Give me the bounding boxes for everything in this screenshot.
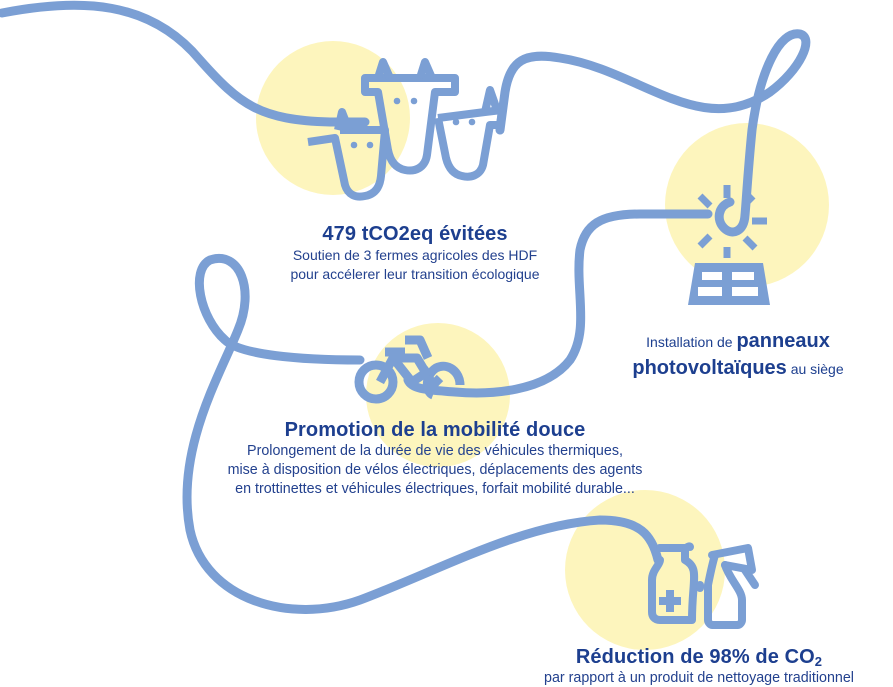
plus-cross-icon <box>659 590 681 612</box>
bicycle-icon <box>354 335 465 404</box>
connecting-path <box>0 0 811 614</box>
item-solar: Installation de panneaux photovoltaïques… <box>598 328 878 382</box>
mobility-line-1: Prolongement de la durée de vie des véhi… <box>247 443 623 460</box>
background-circles <box>256 41 829 650</box>
solar-prefix: Installation de <box>646 334 737 350</box>
mobility-title: Promotion de la mobilité douce <box>284 419 586 441</box>
item-cleaning: Réduction de 98% de CO2 par rapport à un… <box>505 645 893 687</box>
cow-eyes <box>350 97 476 149</box>
farms-title: 479 tCO2eq évitées <box>322 223 508 245</box>
item-mobility: Promotion de la mobilité douce Prolongem… <box>160 418 710 499</box>
solar-bold-2: photovoltaïques <box>632 357 787 379</box>
cleaning-title-main: Réduction de 98% de CO <box>575 646 815 668</box>
solar-suffix: au siège <box>786 361 844 377</box>
solar-line-1: Installation de panneaux <box>598 328 878 355</box>
cows-icon <box>307 58 506 201</box>
mobility-line-3: en trottinettes et véhicules électriques… <box>235 481 635 498</box>
cleaning-title-subscript: 2 <box>814 654 823 669</box>
solar-bold-1: panneaux <box>736 330 830 352</box>
farms-line-2: pour accélerer leur transition écologiqu… <box>290 266 540 283</box>
circle-bottles <box>565 490 725 650</box>
mobility-line-2: mise à disposition de vélos électriques,… <box>227 462 643 479</box>
solar-line-2: photovoltaïques au siège <box>598 355 878 382</box>
farms-line-1: Soutien de 3 fermes agricoles des HDF <box>292 247 538 264</box>
cleaning-line-1: par rapport à un produit de nettoyage tr… <box>544 669 854 686</box>
cleaning-title: Réduction de 98% de CO2 <box>505 645 893 670</box>
item-farms: 479 tCO2eq évitées Soutien de 3 fermes a… <box>230 222 600 284</box>
solar-panel-sun-icon <box>688 185 770 305</box>
cleaning-bottles-icon <box>648 542 759 629</box>
